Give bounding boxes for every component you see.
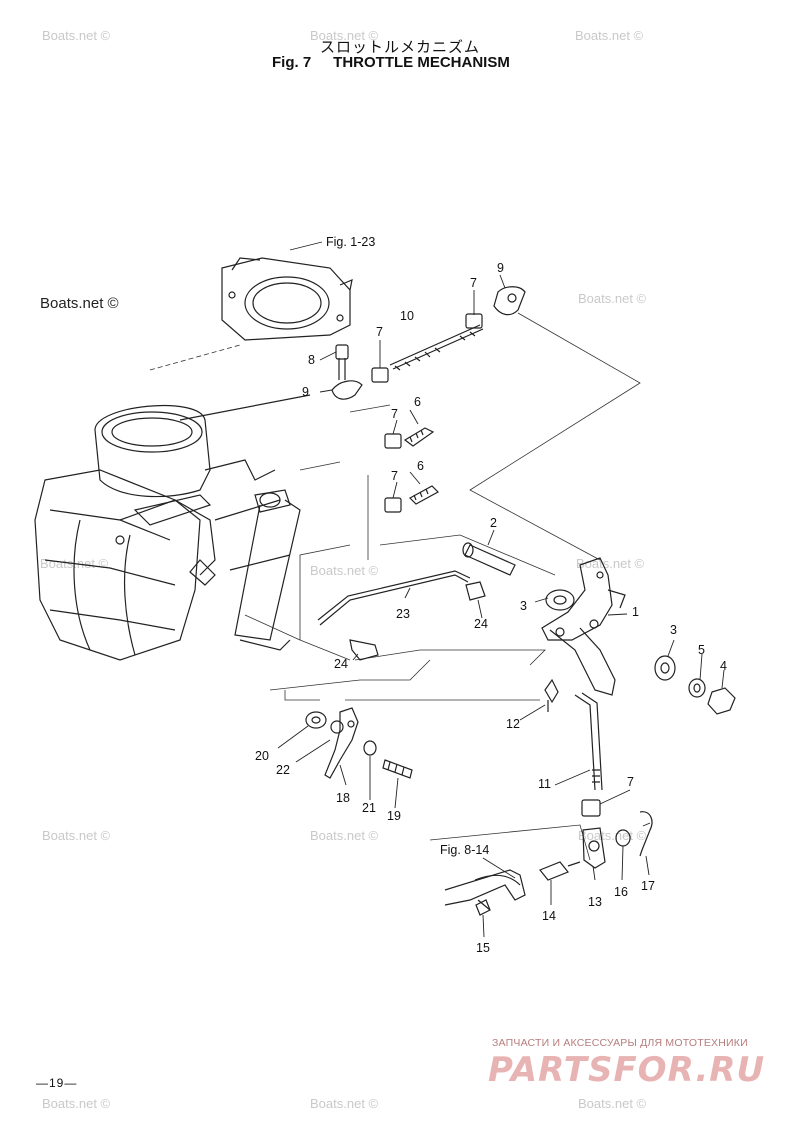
callout-label: 11 (538, 777, 551, 791)
watermark: Boats.net © (310, 563, 379, 578)
callout-label: 10 (400, 309, 414, 323)
figure-reference: Fig. 1-23 (326, 235, 375, 249)
callouts: Fig. 1-23 9 7 10 7 8 9 6 7 6 7 2 3 1 3 5… (255, 235, 727, 955)
callout-label: 24 (334, 657, 348, 671)
guide-lines (149, 312, 641, 861)
callout-label: 7 (470, 276, 477, 290)
title-japanese: スロットルメカニズム (319, 38, 480, 56)
watermark: Boats.net © (578, 291, 647, 306)
callout-label: 8 (308, 353, 315, 367)
callout-label: 20 (255, 749, 269, 763)
throttle-lever-assembly (462, 542, 626, 696)
callout-label: 7 (391, 407, 398, 421)
callout-label: 6 (417, 459, 424, 473)
watermark: Boats.net © (310, 1096, 379, 1111)
gasket-plate (221, 257, 353, 341)
callout-label: 9 (497, 261, 504, 275)
callout-label: 2 (490, 516, 497, 530)
callout-label: 3 (670, 623, 677, 637)
callout-label: 4 (720, 659, 727, 673)
callout-label: 23 (396, 607, 410, 621)
callout-label: 5 (698, 643, 705, 657)
brand-logo: PARTSFOR.RU (488, 1050, 766, 1090)
watermark: Boats.net © (42, 28, 111, 43)
brand-tagline: ЗАПЧАСТИ И АКСЕССУАРЫ ДЛЯ МОТОТЕХНИКИ (492, 1037, 748, 1049)
watermark: Boats.net © (42, 828, 111, 843)
callout-label: 14 (542, 909, 556, 923)
figure-number: Fig. 7 (272, 54, 312, 71)
watermark: Boats.net © (310, 28, 379, 43)
screws-and-nuts (384, 427, 601, 817)
figure-caption: THROTTLE MECHANISM (333, 54, 510, 71)
callout-label: 24 (474, 617, 488, 631)
watermark: Boats.net © (576, 556, 645, 571)
engine-body (34, 394, 311, 661)
callout-label: 9 (302, 385, 309, 399)
linkage-rod (331, 286, 526, 400)
throttle-rod (574, 692, 653, 869)
callout-label: 3 (520, 599, 527, 613)
watermark: Boats.net © (40, 295, 119, 312)
callout-label: 7 (376, 325, 383, 339)
callout-label: 7 (627, 775, 634, 789)
watermarks: Boats.net © Boats.net © Boats.net © Boat… (40, 28, 647, 1111)
watermark: Boats.net © (578, 1096, 647, 1111)
callout-label: 1 (632, 605, 639, 619)
washers-nut (654, 655, 736, 715)
callout-label: 19 (387, 809, 401, 823)
callout-label: 22 (276, 763, 290, 777)
watermark: Boats.net © (578, 828, 647, 843)
callout-label: 17 (641, 879, 655, 893)
link-rod-23 (317, 570, 486, 661)
callout-label: 18 (336, 791, 350, 805)
cable-assembly (444, 678, 581, 916)
callout-label: 15 (476, 941, 490, 955)
figure-reference: Fig. 8-14 (440, 843, 489, 857)
watermark: Boats.net © (575, 28, 644, 43)
watermark: Boats.net © (310, 828, 379, 843)
callout-label: 21 (362, 801, 376, 815)
callout-label: 12 (506, 717, 520, 731)
watermark: Boats.net © (42, 1096, 111, 1111)
callout-label: 13 (588, 895, 602, 909)
callout-label: 6 (414, 395, 421, 409)
page-number: —19— (36, 1076, 78, 1090)
callout-label: 16 (614, 885, 628, 899)
figure-title: Fig. 7 THROTTLE MECHANISM (272, 54, 532, 71)
lower-lever (305, 707, 413, 779)
leader-lines (277, 241, 725, 938)
callout-label: 7 (391, 469, 398, 483)
